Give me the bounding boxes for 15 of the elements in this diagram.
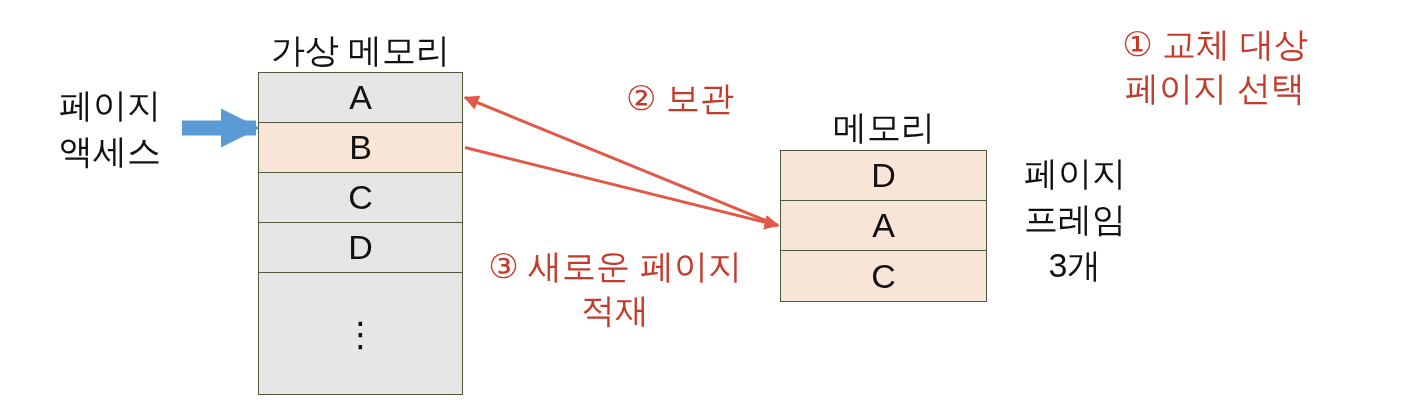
ellipsis-cell: ⋮ [258,272,463,395]
frame-count-note: 페이지 프레임 3개 [1023,153,1127,286]
step-note: ① 교체 대상 페이지 선택 [1121,24,1309,109]
page-cell: D [258,222,463,273]
arrow [464,146,780,230]
page-cell: C [258,172,463,223]
page-cell: A [780,200,987,251]
column-heading: 가상 메모리 [269,30,452,71]
access-text: 페이지 액세스 [40,82,180,174]
column-heading: 메모리 [831,107,936,148]
page-cell: C [780,250,987,302]
page-cell: D [780,150,987,201]
page-cell: B [258,122,463,173]
arrow [182,108,260,148]
page-cell: A [258,72,463,123]
